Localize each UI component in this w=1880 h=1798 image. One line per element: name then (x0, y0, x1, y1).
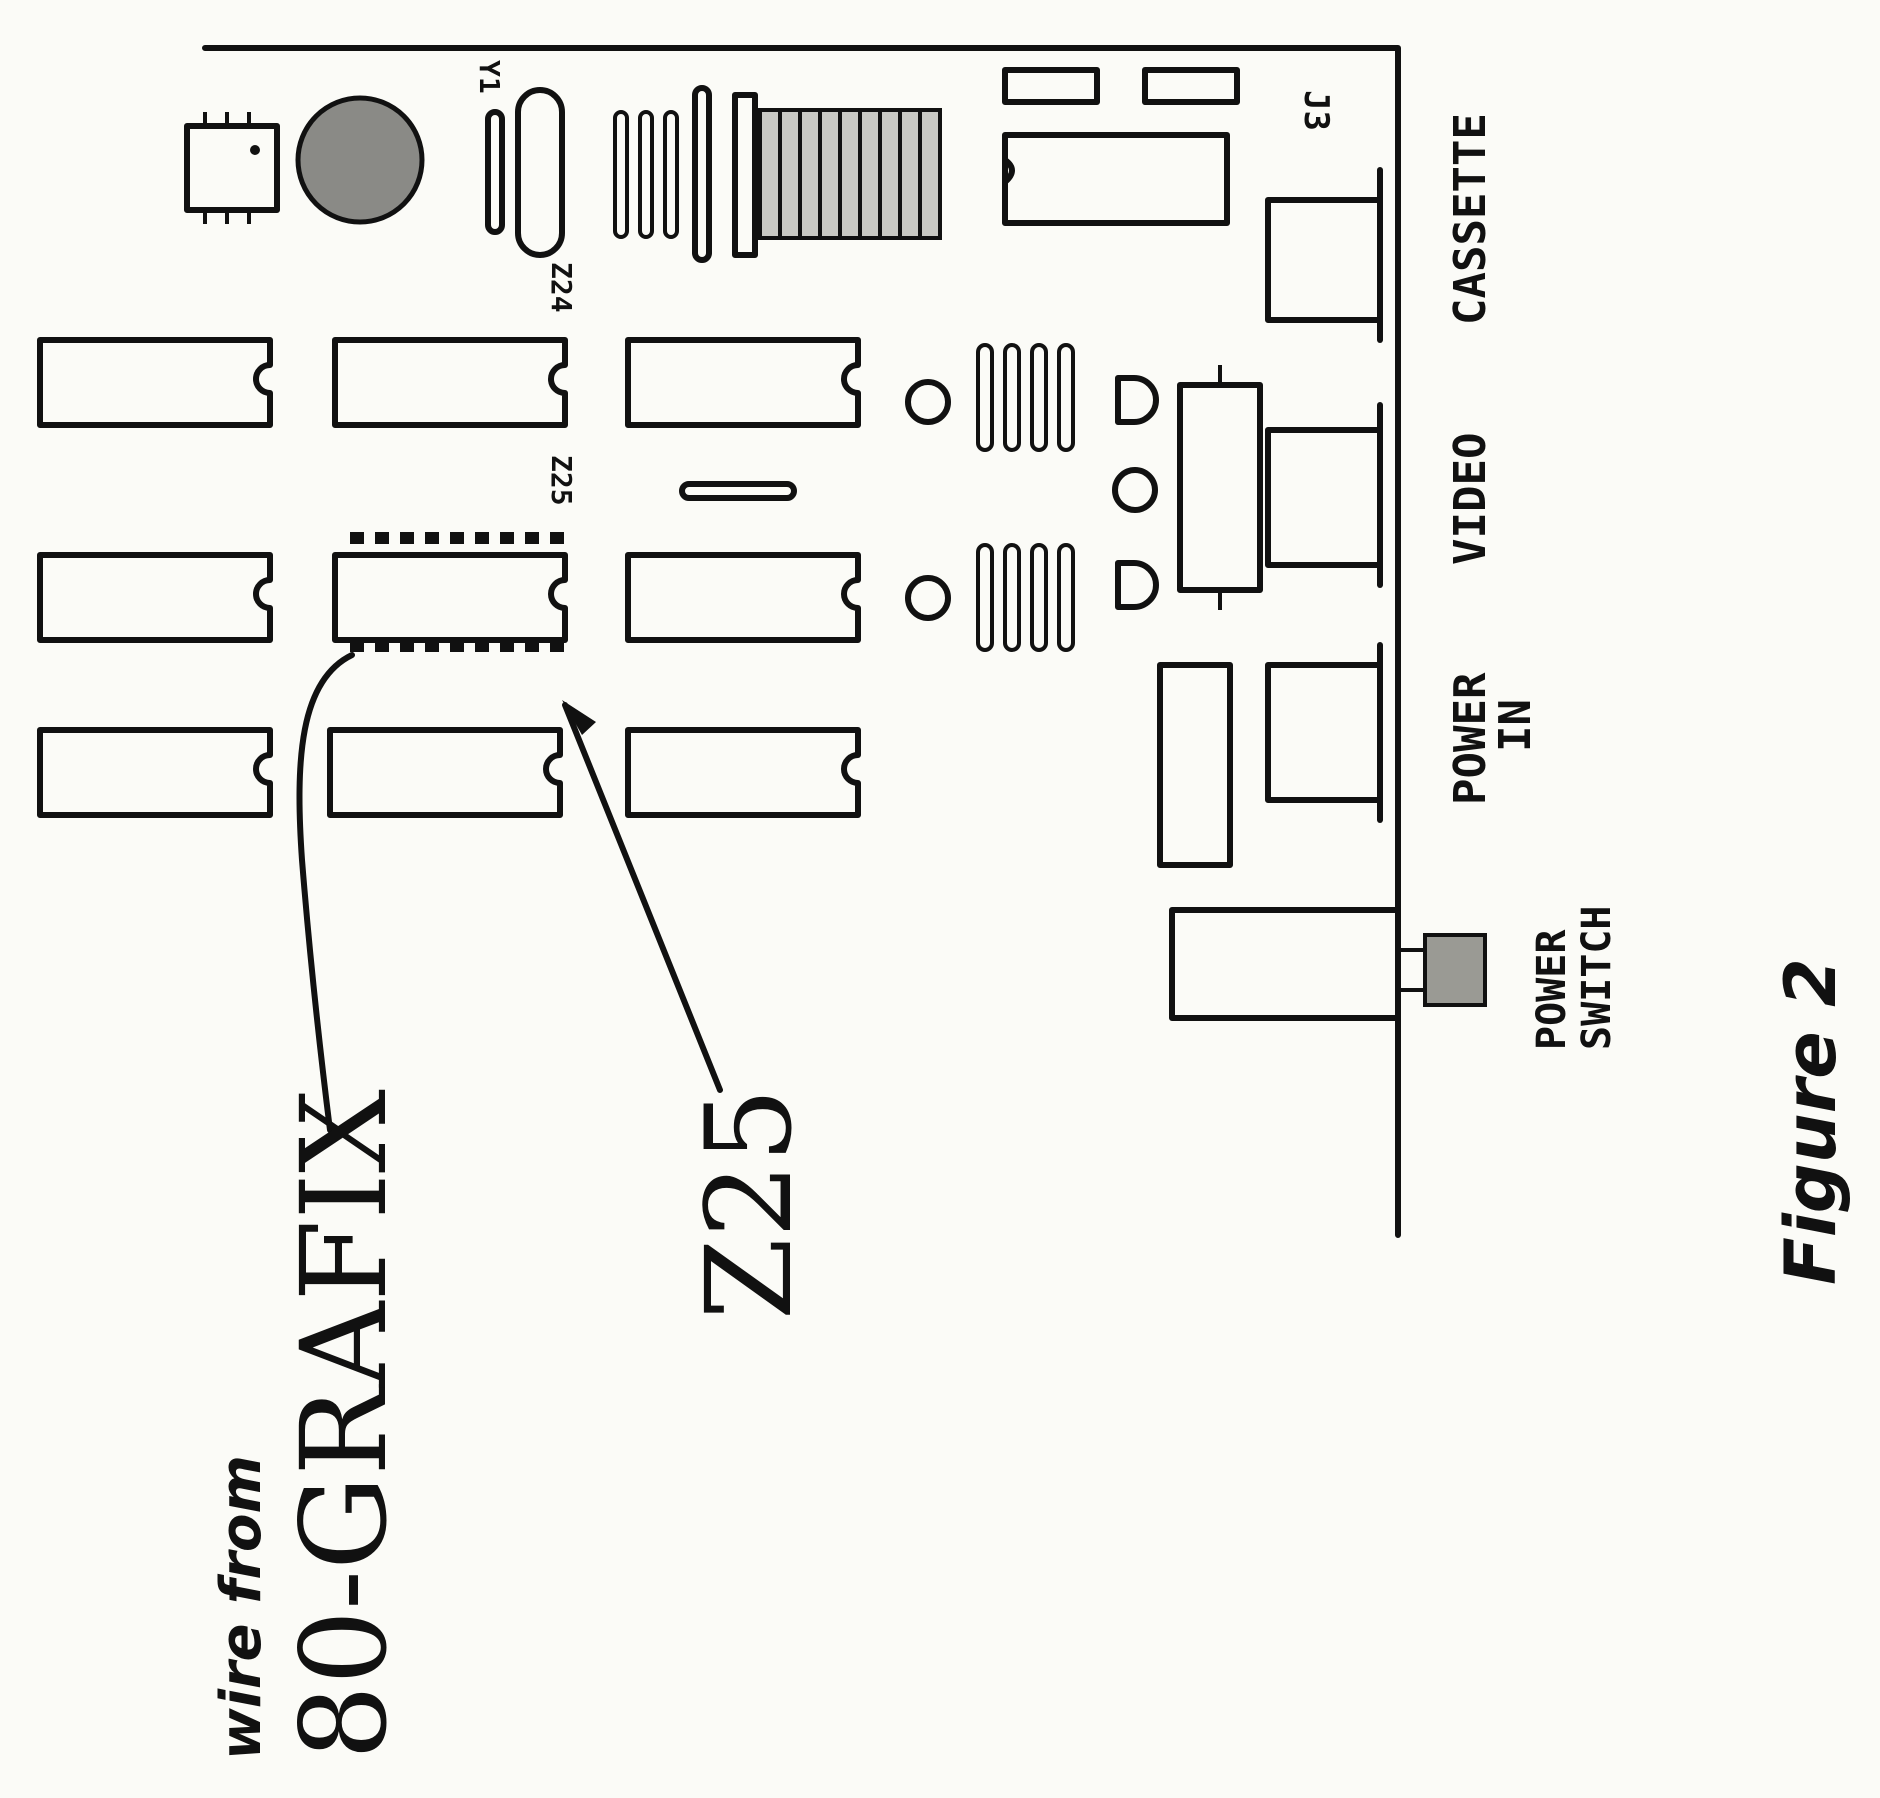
ic-z25 (332, 552, 568, 643)
square-ic (184, 112, 280, 224)
label-power-switch-line2: SWITCH (1574, 906, 1620, 1051)
board-edge (202, 45, 1401, 1238)
rect-component-near-power (1157, 662, 1233, 868)
z25-pointer-line (562, 702, 723, 1093)
label-cassette: CASSETTE (1445, 113, 1496, 325)
label-j3: J3 (1296, 90, 1336, 131)
round-can-component (295, 95, 425, 225)
ic-r3c1 (37, 727, 273, 818)
resistor-group-upper (976, 343, 1075, 452)
ic-grid (37, 337, 861, 818)
label-power-in-line2: IN (1490, 699, 1541, 752)
label-grafix: 80-GRAFIX (275, 1089, 413, 1760)
component-bank (613, 85, 942, 263)
ic-r2c1 (37, 552, 273, 643)
jumper-blocks (1002, 67, 1240, 105)
small-parts (679, 375, 1159, 621)
label-power-switch-line1: POWER (1529, 929, 1575, 1050)
z25-pointer-arrowhead (562, 700, 596, 735)
z25-pins (350, 532, 564, 652)
connector-power-in[interactable] (1265, 642, 1383, 823)
ic-z24 (332, 337, 568, 428)
resistor-group-lower (976, 543, 1075, 652)
grafix-wire (296, 652, 355, 1133)
connector-cassette[interactable] (1265, 167, 1383, 343)
power-switch[interactable] (1169, 907, 1487, 1021)
vertical-chip (1177, 365, 1263, 610)
label-video: VIDEO (1445, 433, 1496, 565)
ic-r1c3 (625, 337, 861, 428)
ic-r3c2 (327, 727, 563, 818)
label-figure-2: Figure 2 (1770, 958, 1852, 1285)
label-z24: Z24 (545, 262, 578, 313)
label-z25-small: Z25 (545, 455, 578, 506)
crystal-y1 (485, 87, 565, 258)
ic-near-j3 (1002, 132, 1230, 226)
ic-r2c3 (625, 552, 861, 643)
label-z25-callout: Z25 (680, 1088, 818, 1320)
ic-r1c1 (37, 337, 273, 428)
label-wire-from: wire from (209, 1455, 274, 1760)
connector-video[interactable] (1265, 402, 1383, 588)
label-power-in-line1: POWER (1445, 672, 1496, 805)
label-y1: Y1 (473, 60, 506, 94)
ic-r3c3 (625, 727, 861, 818)
